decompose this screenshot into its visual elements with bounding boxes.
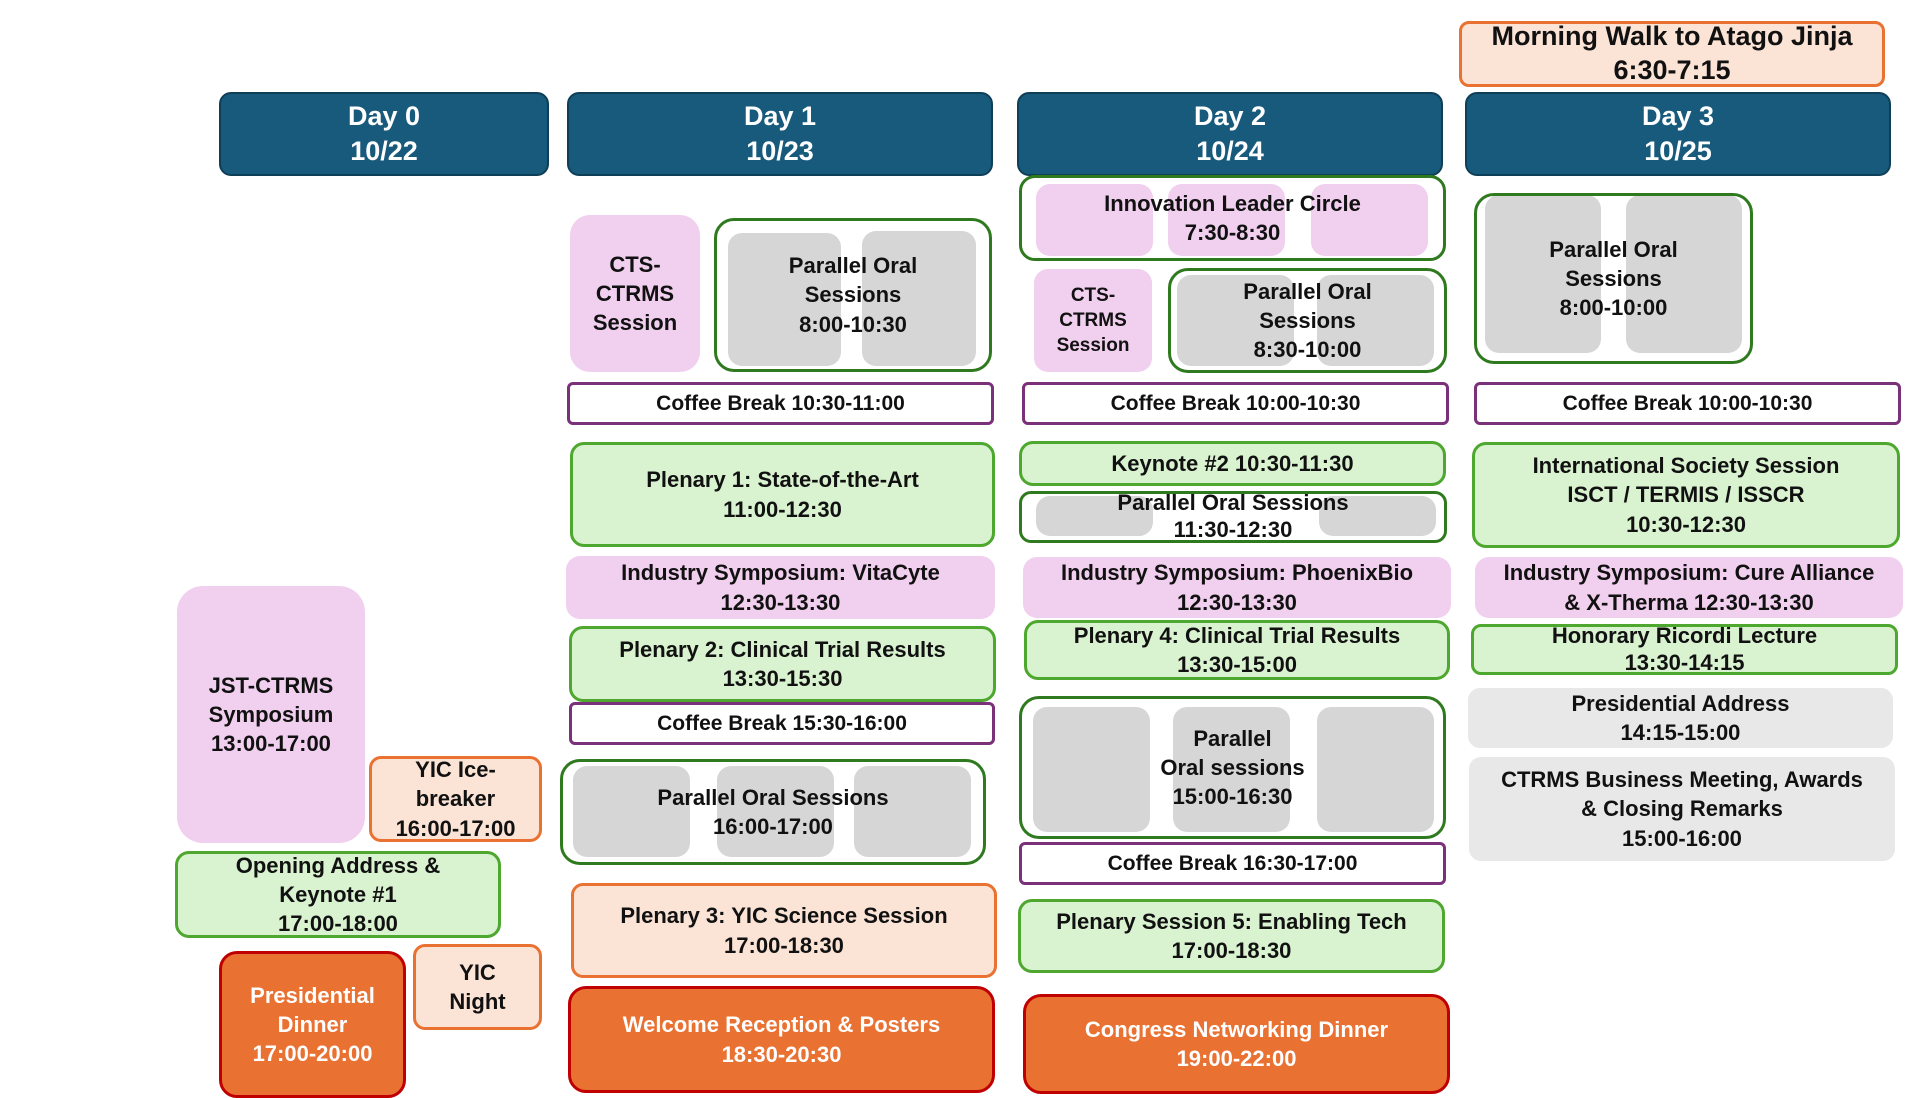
day2-plenary-4-block: Plenary 4: Clinical Trial Results 13:30-…	[1024, 620, 1450, 680]
presidential-dinner-block: Presidential Dinner 17:00-20:00	[219, 951, 406, 1098]
day2-networking-dinner-block: Congress Networking Dinner 19:00-22:00	[1023, 994, 1450, 1094]
jst-ctrms-symposium-block: JST-CTRMS Symposium 13:00-17:00	[177, 586, 365, 843]
yic-night-block: YIC Night	[413, 944, 542, 1030]
day3-industry-symposium-block: Industry Symposium: Cure Alliance & X-Th…	[1475, 557, 1903, 618]
day2-coffee-break-pm: Coffee Break 16:30-17:00	[1019, 842, 1446, 885]
day-1-header: Day 1 10/23	[567, 92, 993, 176]
parallel-room-shape	[1317, 707, 1434, 832]
day3-coffee-break: Coffee Break 10:00-10:30	[1474, 382, 1901, 425]
day-0-header: Day 0 10/22	[219, 92, 549, 176]
day2-parallel-oral-pm-block: Parallel Oral sessions 15:00-16:30	[1019, 696, 1446, 839]
day2-cts-ctrms-session-block: CTS- CTRMS Session	[1034, 269, 1152, 372]
morning-walk-block: Morning Walk to Atago Jinja 6:30-7:15	[1459, 21, 1885, 87]
day2-parallel-oral-am-block: Parallel Oral Sessions 8:30-10:00	[1168, 268, 1447, 373]
day2-keynote-2-block: Keynote #2 10:30-11:30	[1019, 441, 1446, 486]
innovation-room-shape	[1168, 184, 1285, 256]
day2-plenary-5-block: Plenary Session 5: Enabling Tech 17:00-1…	[1018, 899, 1445, 973]
parallel-room-shape	[1036, 496, 1153, 536]
day1-plenary-2-block: Plenary 2: Clinical Trial Results 13:30-…	[569, 626, 996, 702]
day1-parallel-oral-am-block: Parallel Oral Sessions 8:00-10:30	[714, 218, 992, 372]
parallel-room-shape	[728, 233, 841, 366]
day-2-header: Day 2 10/24	[1017, 92, 1443, 176]
day3-presidential-address-block: Presidential Address 14:15-15:00	[1468, 688, 1893, 748]
parallel-room-shape	[854, 766, 971, 857]
day1-welcome-reception-block: Welcome Reception & Posters 18:30-20:30	[568, 986, 995, 1093]
day3-parallel-oral-am-block: Parallel Oral Sessions 8:00-10:00	[1474, 193, 1753, 364]
parallel-room-shape	[862, 231, 976, 366]
day2-innovation-leader-circle-block: Innovation Leader Circle 7:30-8:30	[1019, 175, 1446, 261]
day1-coffee-break-pm: Coffee Break 15:30-16:00	[569, 702, 995, 745]
parallel-room-shape	[1626, 195, 1742, 353]
day3-ricordi-lecture-block: Honorary Ricordi Lecture 13:30-14:15	[1471, 624, 1898, 675]
day2-coffee-break-am: Coffee Break 10:00-10:30	[1022, 382, 1449, 425]
day3-closing-remarks-block: CTRMS Business Meeting, Awards & Closing…	[1469, 757, 1895, 861]
parallel-room-shape	[1177, 275, 1294, 366]
innovation-room-shape	[1311, 184, 1428, 256]
parallel-room-shape	[1173, 707, 1290, 832]
parallel-room-shape	[1485, 195, 1601, 353]
day3-international-society-block: International Society Session ISCT / TER…	[1472, 442, 1900, 548]
day1-coffee-break-am: Coffee Break 10:30-11:00	[567, 382, 994, 425]
yic-icebreaker-block: YIC Ice- breaker 16:00-17:00	[369, 756, 542, 842]
day1-parallel-oral-pm-block: Parallel Oral Sessions 16:00-17:00	[560, 759, 986, 865]
parallel-room-shape	[573, 766, 690, 857]
day2-industry-symposium-block: Industry Symposium: PhoenixBio 12:30-13:…	[1023, 557, 1451, 618]
day-3-header: Day 3 10/25	[1465, 92, 1891, 176]
day1-plenary-3-block: Plenary 3: YIC Science Session 17:00-18:…	[571, 883, 997, 978]
innovation-room-shape	[1036, 184, 1153, 256]
day1-industry-symposium-block: Industry Symposium: VitaCyte 12:30-13:30	[566, 556, 995, 619]
day1-plenary-1-block: Plenary 1: State-of-the-Art 11:00-12:30	[570, 442, 995, 547]
day2-parallel-oral-mid-block: Parallel Oral Sessions 11:30-12:30	[1019, 491, 1447, 543]
day1-cts-ctrms-session-block: CTS- CTRMS Session	[570, 215, 700, 372]
opening-address-keynote-block: Opening Address & Keynote #1 17:00-18:00	[175, 851, 501, 938]
parallel-room-shape	[1319, 496, 1436, 536]
parallel-room-shape	[717, 766, 834, 857]
parallel-room-shape	[1317, 275, 1434, 366]
parallel-room-shape	[1033, 707, 1150, 832]
